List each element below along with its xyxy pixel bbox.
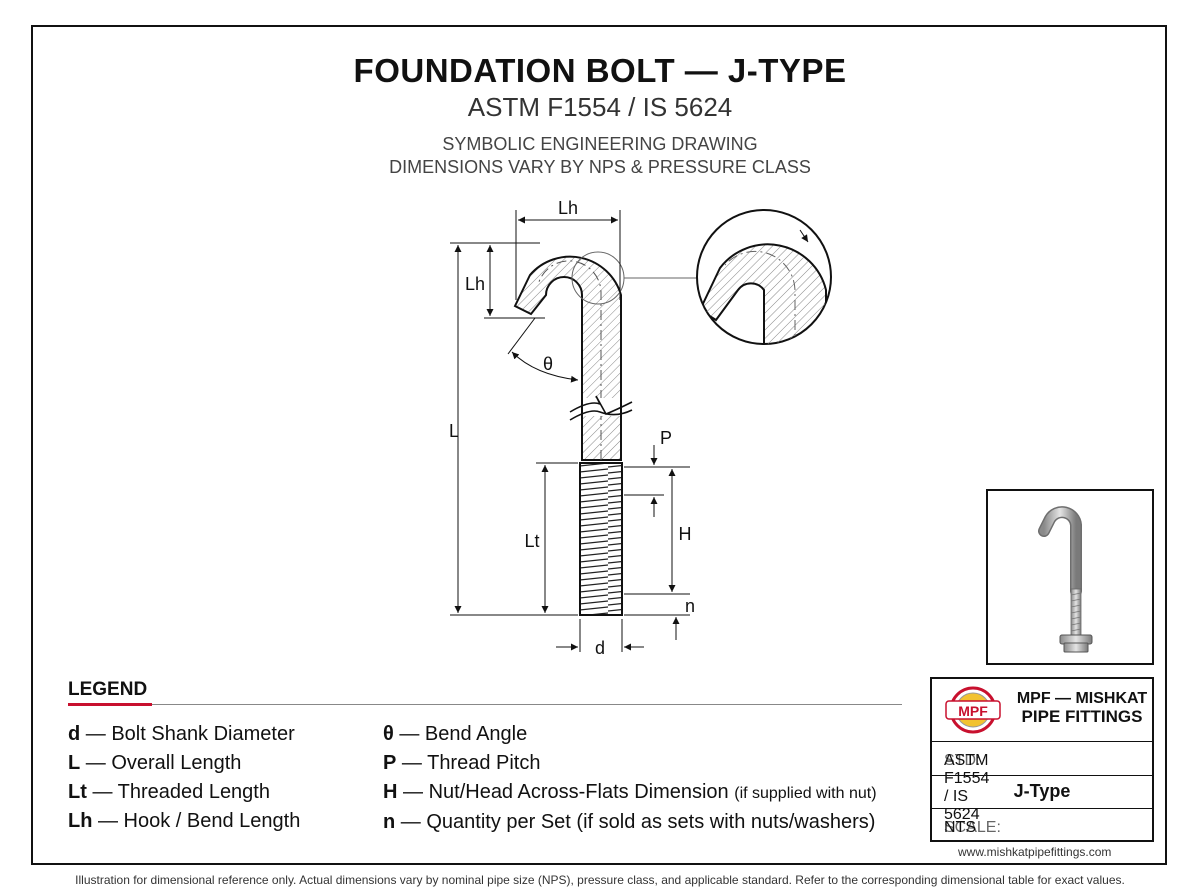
dim-lh-top: Lh: [515, 198, 621, 300]
drawing-note-2: DIMENSIONS VARY BY NPS & PRESSURE CLASS: [389, 157, 811, 177]
drawing-subtitle: ASTM F1554 / IS 5624: [467, 92, 733, 122]
drawing-title: FOUNDATION BOLT — J-TYPE: [353, 52, 847, 89]
legend-column-left: d — Bolt Shank Diameter L — Overall Leng…: [68, 720, 300, 836]
bolt-photo-icon: [1038, 506, 1093, 653]
website-url[interactable]: www.mishkatpipefittings.com: [958, 845, 1112, 859]
dim-p: P: [624, 428, 672, 517]
legend-underline: [68, 703, 152, 706]
shank-break: [569, 395, 633, 421]
bolt-threads: [579, 462, 623, 616]
title-block-type: J-Type: [932, 775, 1152, 808]
dim-p-label: P: [660, 428, 672, 448]
legend-item: n — Quantity per Set (if sold as sets wi…: [383, 811, 876, 833]
product-photo: [986, 489, 1154, 665]
mpf-logo-text: MPF: [958, 703, 988, 719]
drawing-note-1: SYMBOLIC ENGINEERING DRAWING: [442, 134, 758, 154]
dim-n: n: [624, 593, 695, 640]
dim-d: d: [556, 619, 644, 658]
legend-item: Lh — Hook / Bend Length: [68, 810, 301, 832]
dim-l-label: L: [449, 421, 459, 441]
dim-l: L: [449, 242, 578, 616]
title-block-scale: SCALE: NTS: [932, 808, 1152, 840]
legend-title: LEGEND: [68, 679, 148, 700]
dim-theta-label: θ: [543, 354, 553, 374]
legend-item: Lt — Threaded Length: [68, 781, 270, 803]
dim-h-label: H: [679, 524, 692, 544]
detail-view: [696, 209, 832, 345]
legend-column-right: θ — Bend Angle P — Thread Pitch H — Nut/…: [383, 720, 877, 837]
dim-n-label: n: [685, 596, 695, 616]
title-block-standard: STD: ASTM F1554 / IS 5624: [932, 741, 1152, 823]
legend-rule: [152, 704, 902, 705]
dim-theta: θ: [507, 317, 579, 383]
dim-d-label: d: [595, 638, 605, 658]
dim-lh-top-label: Lh: [558, 198, 578, 218]
brand-name: MPF — MISHKAT PIPE FITTINGS: [1016, 690, 1148, 726]
dim-lt: Lt: [524, 462, 578, 613]
drawing-frame: [31, 25, 1167, 865]
legend-item: d — Bolt Shank Diameter: [68, 723, 295, 745]
title-block-brand: MPF MPF — MISHKAT PIPE FITTINGS: [932, 679, 1152, 741]
dim-h: H: [664, 466, 692, 592]
mpf-logo-icon: MPF: [945, 686, 1001, 734]
dim-lt-label: Lt: [524, 531, 539, 551]
legend-item: θ — Bend Angle: [383, 723, 528, 745]
footer-disclaimer: Illustration for dimensional reference o…: [75, 873, 1125, 887]
legend-item: H — Nut/Head Across-Flats Dimension (if …: [383, 781, 877, 803]
legend-item: P — Thread Pitch: [383, 752, 541, 774]
legend-item: L — Overall Length: [68, 752, 242, 774]
dim-lh-side-label: Lh: [465, 274, 485, 294]
title-block: MPF MPF — MISHKAT PIPE FITTINGS STD: AST…: [930, 677, 1154, 842]
